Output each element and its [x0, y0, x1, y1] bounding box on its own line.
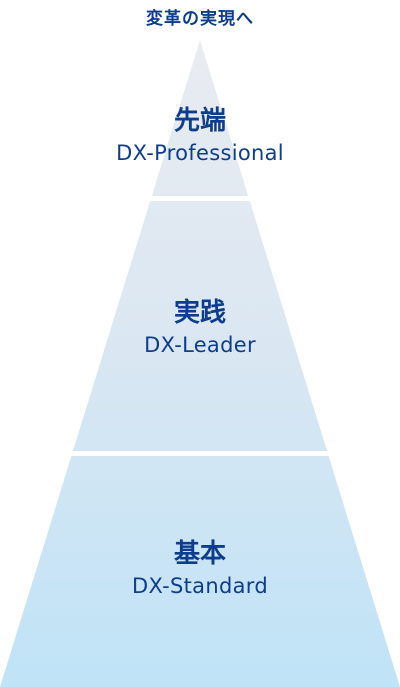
tier-professional: 先端 DX-Professional: [0, 104, 400, 168]
tier-professional-en: DX-Professional: [116, 141, 284, 165]
tier-standard: 基本 DX-Standard: [0, 537, 400, 601]
tier-divider-lower: [0, 451, 400, 456]
tier-professional-jp: 先端: [173, 106, 226, 136]
tier-leader: 実践 DX-Leader: [0, 296, 400, 360]
tier-leader-jp: 実践: [173, 298, 226, 328]
pyramid-body: [0, 40, 400, 687]
tier-divider-upper: [0, 196, 400, 201]
tier-standard-en: DX-Standard: [132, 574, 268, 598]
pyramid-caption: 変革の実現へ: [146, 9, 254, 29]
tier-standard-jp: 基本: [173, 539, 226, 569]
tier-leader-en: DX-Leader: [144, 333, 256, 357]
